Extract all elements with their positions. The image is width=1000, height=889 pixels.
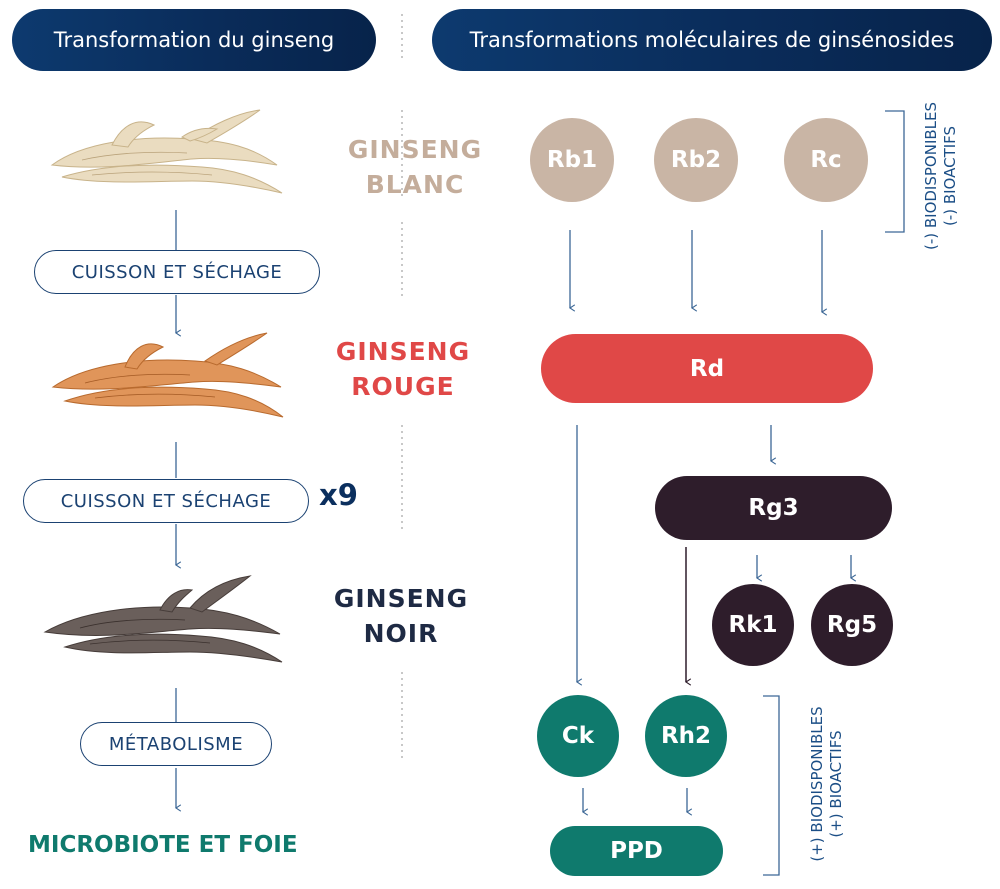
node-ck-label: Ck — [561, 723, 595, 749]
process-step-2-multiplier: x9 — [319, 478, 358, 512]
right-header: Transformations moléculaires de ginsénos… — [432, 9, 992, 71]
stage-black-line1: GINSENG — [333, 584, 469, 613]
node-rg5-label: Rg5 — [826, 612, 878, 638]
stage-black-ginseng: GINSENG NOIR — [316, 581, 486, 651]
node-rb2-label: Rb2 — [670, 147, 722, 173]
process-step-1-pill: CUISSON ET SÉCHAGE — [34, 250, 320, 294]
red-ginseng-root — [51, 332, 284, 418]
stage-black-line2: NOIR — [363, 619, 439, 648]
white-ginseng-root — [50, 109, 283, 194]
node-rb2: Rb2 — [654, 118, 738, 202]
node-rh2-label: Rh2 — [660, 723, 712, 749]
process-step-2-pill: CUISSON ET SÉCHAGE — [23, 479, 309, 523]
bracket-top-line2: (-) BIOACTIFS — [941, 125, 959, 227]
node-rg3: Rg3 — [655, 476, 892, 540]
bracket-top-line1: (-) BIODISPONIBLES — [922, 101, 940, 251]
stage-white-line1: GINSENG — [347, 135, 483, 164]
node-rd-label: Rd — [689, 355, 725, 382]
right-header-text: Transformations moléculaires de ginsénos… — [469, 28, 955, 52]
left-header: Transformation du ginseng — [12, 9, 376, 71]
process-step-2-label: CUISSON ET SÉCHAGE — [60, 490, 272, 512]
node-rb1-label: Rb1 — [546, 147, 598, 173]
node-ck: Ck — [537, 695, 619, 777]
node-rc-label: Rc — [810, 147, 842, 173]
stage-red-ginseng: GINSENG ROUGE — [318, 334, 488, 404]
bracket-bottom-line2: (+) BIOACTIFS — [827, 730, 845, 838]
process-step-3-pill: MÉTABOLISME — [80, 722, 272, 766]
bracket-bottom — [763, 695, 780, 876]
stage-white-ginseng: GINSENG BLANC — [330, 132, 500, 202]
node-rb1: Rb1 — [530, 118, 614, 202]
left-header-text: Transformation du ginseng — [53, 28, 335, 52]
node-rg3-label: Rg3 — [748, 495, 799, 521]
stage-white-line2: BLANC — [365, 170, 465, 199]
process-step-1-label: CUISSON ET SÉCHAGE — [71, 261, 283, 283]
stage-red-line1: GINSENG — [335, 337, 471, 366]
node-ppd-label: PPD — [610, 838, 663, 864]
bracket-bottom-line1: (+) BIODISPONIBLES — [808, 706, 826, 862]
stage-red-line2: ROUGE — [351, 372, 455, 401]
process-step-3-label: MÉTABOLISME — [108, 733, 244, 755]
bracket-bottom-label: (+) BIODISPONIBLES (+) BIOACTIFS — [808, 694, 848, 874]
bracket-top-label: (-) BIODISPONIBLES (-) BIOACTIFS — [922, 86, 962, 266]
node-rh2: Rh2 — [645, 695, 727, 777]
node-rc: Rc — [784, 118, 868, 202]
bracket-top — [885, 110, 905, 233]
black-ginseng-root — [43, 575, 283, 663]
node-rd: Rd — [541, 334, 873, 403]
final-stage-label: MICROBIOTE ET FOIE — [28, 832, 298, 858]
node-rk1: Rk1 — [712, 584, 794, 666]
node-rk1-label: Rk1 — [728, 612, 778, 638]
node-ppd: PPD — [550, 826, 723, 876]
node-rg5: Rg5 — [811, 584, 893, 666]
